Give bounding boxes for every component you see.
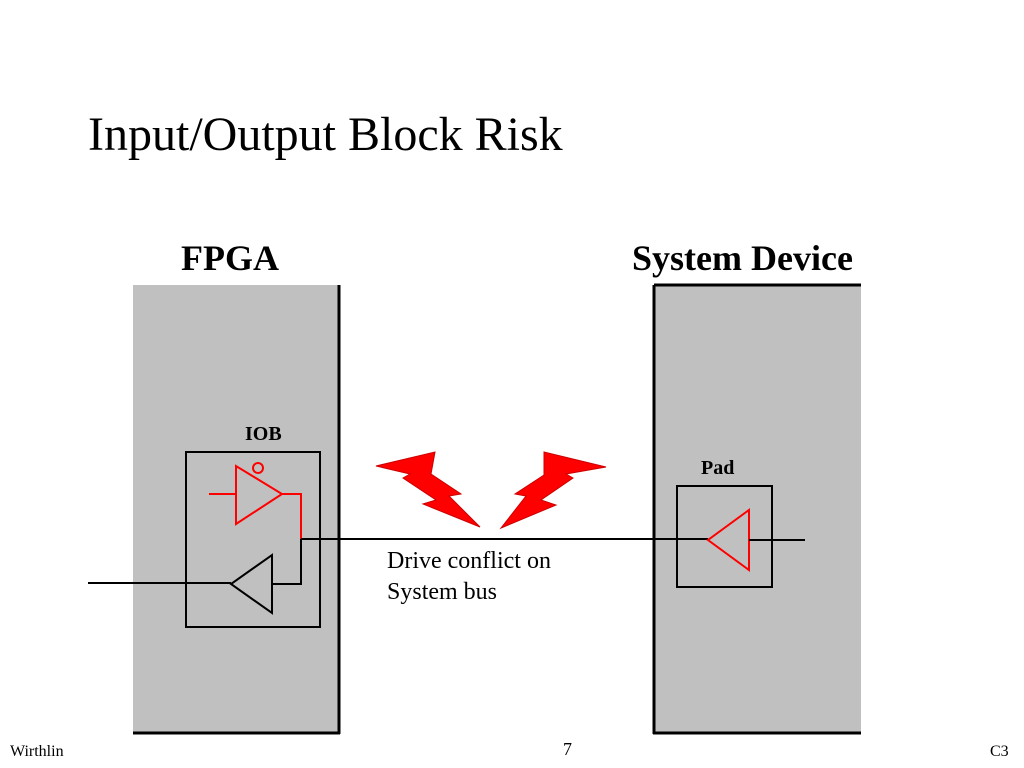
- lightning-bolt-left: [375, 451, 481, 528]
- input-buffer: [88, 539, 302, 615]
- footer-author: Wirthlin: [10, 743, 64, 760]
- footer-course: C3: [990, 743, 1009, 760]
- iob-label: IOB: [245, 423, 282, 445]
- drive-conflict-line-1: Drive conflict on: [387, 548, 551, 574]
- system-device-label: System Device: [632, 238, 853, 278]
- pad-label: Pad: [701, 457, 735, 479]
- pad-buffer-red: [706, 508, 805, 572]
- output-buffer-red: [209, 462, 302, 539]
- drive-conflict-line-2: System bus: [387, 579, 498, 605]
- fpga-label: FPGA: [181, 238, 279, 278]
- pad-box: [676, 485, 773, 588]
- slide-title: Input/Output Block Risk: [88, 108, 563, 161]
- footer-page-number: 7: [563, 739, 572, 759]
- system-device-block: [652, 283, 861, 735]
- drive-conflict-annotation: Drive conflict on System bus: [387, 546, 551, 608]
- lightning-bolt-right: [499, 451, 607, 530]
